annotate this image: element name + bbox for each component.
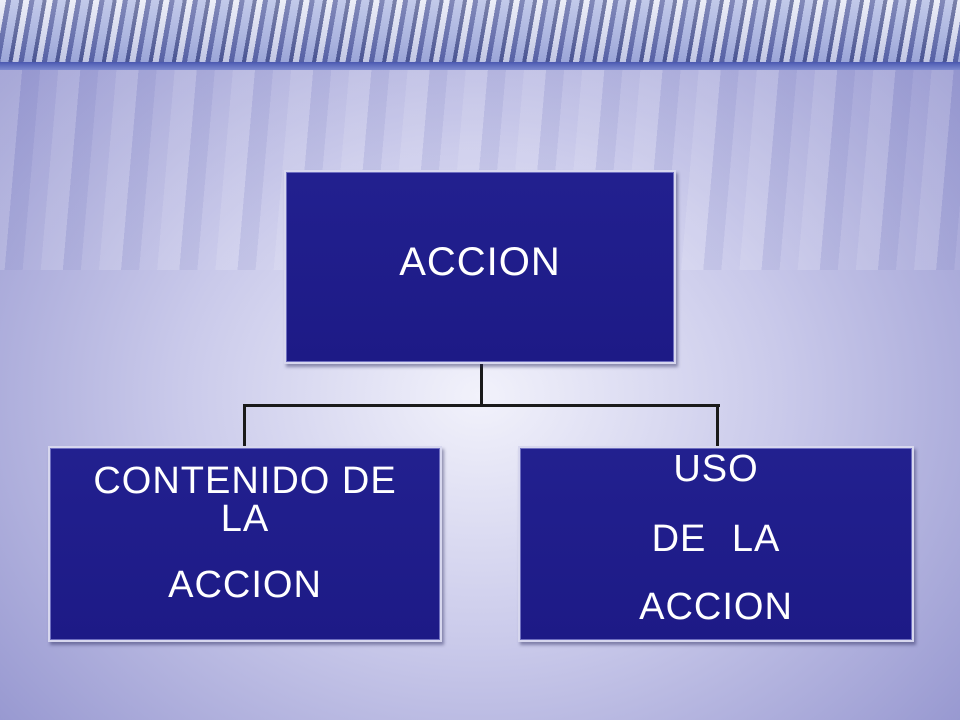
connector-horizontal-bar [243,404,720,407]
header-divider [0,62,960,70]
child-node-contenido-line-1: CONTENIDO DE [93,460,397,502]
connector-right-drop [716,404,719,446]
child-node-contenido: CONTENIDO DE LA ACCION [48,446,442,642]
child-node-contenido-line-2: LA [220,498,270,540]
root-node-label: ACCION [399,239,561,284]
child-node-uso-line-2: DE LA [651,518,781,560]
child-node-contenido-line-3: ACCION [168,564,322,606]
child-node-uso-line-3: ACCION [639,586,793,628]
header-laptop-banner [0,0,960,66]
root-node: ACCION [284,170,676,364]
child-node-uso: USO DE LA ACCION [518,446,914,642]
child-node-uso-line-1: USO [673,448,759,490]
connector-left-drop [243,404,246,446]
connector-root-stem [480,364,483,406]
